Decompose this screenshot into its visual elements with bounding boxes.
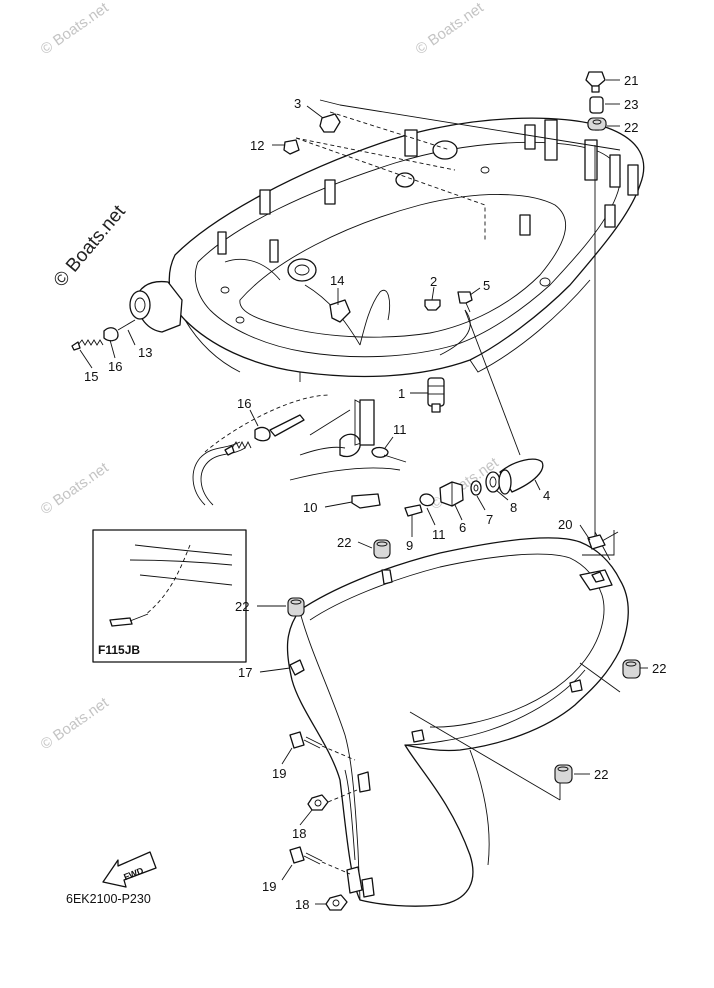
callout-18: 18 — [295, 897, 309, 912]
part-11-clip-upper — [371, 446, 407, 463]
callout-7: 7 — [486, 512, 493, 527]
part-20-clip — [587, 534, 606, 550]
part-1-connector — [427, 377, 445, 413]
fwd-arrow-icon: FWD — [102, 851, 157, 888]
dashed-leaders-upper — [295, 99, 621, 546]
callout-22: 22 — [652, 661, 666, 676]
callout-14: 14 — [330, 273, 344, 288]
leader-line — [464, 309, 521, 456]
callouts: 21 23 22 3 12 2 5 14 13 16 15 1 16 11 4 … — [84, 73, 666, 912]
callout-leaders — [79, 79, 648, 905]
bottom-cowling-upper — [129, 117, 645, 382]
callout-22: 22 — [594, 767, 608, 782]
throttle-bracket — [289, 399, 401, 481]
part-11-clip-lower — [419, 493, 435, 507]
part-8-grommet — [485, 471, 501, 493]
callout-11: 11 — [393, 422, 407, 437]
callout-17: 17 — [238, 665, 252, 680]
part-5-screw — [457, 291, 473, 313]
callout-5: 5 — [483, 278, 490, 293]
callout-10: 10 — [303, 500, 317, 515]
callout-19: 19 — [272, 766, 286, 781]
callout-18: 18 — [292, 826, 306, 841]
callout-16: 16 — [237, 396, 251, 411]
callout-12: 12 — [250, 138, 264, 153]
part-3-grommet — [319, 113, 341, 133]
callout-15: 15 — [84, 369, 98, 384]
callout-16: 16 — [108, 359, 122, 374]
part-10-bracket — [351, 493, 381, 509]
part-15-spring — [71, 319, 136, 351]
part-2-grommet — [424, 299, 441, 311]
callout-20: 20 — [558, 517, 572, 532]
callout-21: 21 — [624, 73, 638, 88]
callout-13: 13 — [138, 345, 152, 360]
callout-19: 19 — [262, 879, 276, 894]
callout-9: 9 — [406, 538, 413, 553]
callout-1: 1 — [398, 386, 405, 401]
part-7-washer — [470, 480, 482, 496]
bottom-cowling-lower — [286, 537, 629, 907]
cable-assembly — [192, 394, 331, 506]
part-18-nut — [325, 894, 348, 911]
watermark: © Boats.net — [38, 694, 113, 753]
top-right-fasteners — [585, 71, 607, 131]
diagram-code: 6EK2100-P230 — [66, 892, 151, 906]
watermark-large: © Boats.net — [50, 201, 131, 291]
part-19-bolt — [289, 731, 356, 761]
part-19-bolt — [289, 846, 351, 875]
part-12-bolt — [283, 139, 300, 155]
callout-4: 4 — [543, 488, 550, 503]
watermark: © Boats.net — [38, 0, 113, 58]
leader-line — [439, 309, 471, 356]
callout-3: 3 — [294, 96, 301, 111]
inset-box: F115JB — [92, 529, 247, 663]
part-4-cap — [498, 458, 544, 495]
callout-11: 11 — [432, 527, 446, 542]
callout-22: 22 — [337, 535, 351, 550]
part-18-nut — [307, 789, 358, 811]
inset-label: F115JB — [98, 643, 140, 657]
part-6-nut — [439, 481, 464, 507]
part-22-damper — [622, 659, 641, 679]
callout-22: 22 — [235, 599, 249, 614]
part-22-damper — [373, 539, 391, 559]
part-22-damper — [287, 597, 305, 617]
callout-23: 23 — [624, 97, 638, 112]
callout-6: 6 — [459, 520, 466, 535]
watermark: © Boats.net — [413, 0, 488, 58]
part-22-damper — [554, 764, 573, 784]
callout-22: 22 — [624, 120, 638, 135]
part-9-pin — [404, 504, 423, 517]
callout-8: 8 — [510, 500, 517, 515]
watermark: © Boats.net — [38, 459, 113, 518]
callout-2: 2 — [430, 274, 437, 289]
